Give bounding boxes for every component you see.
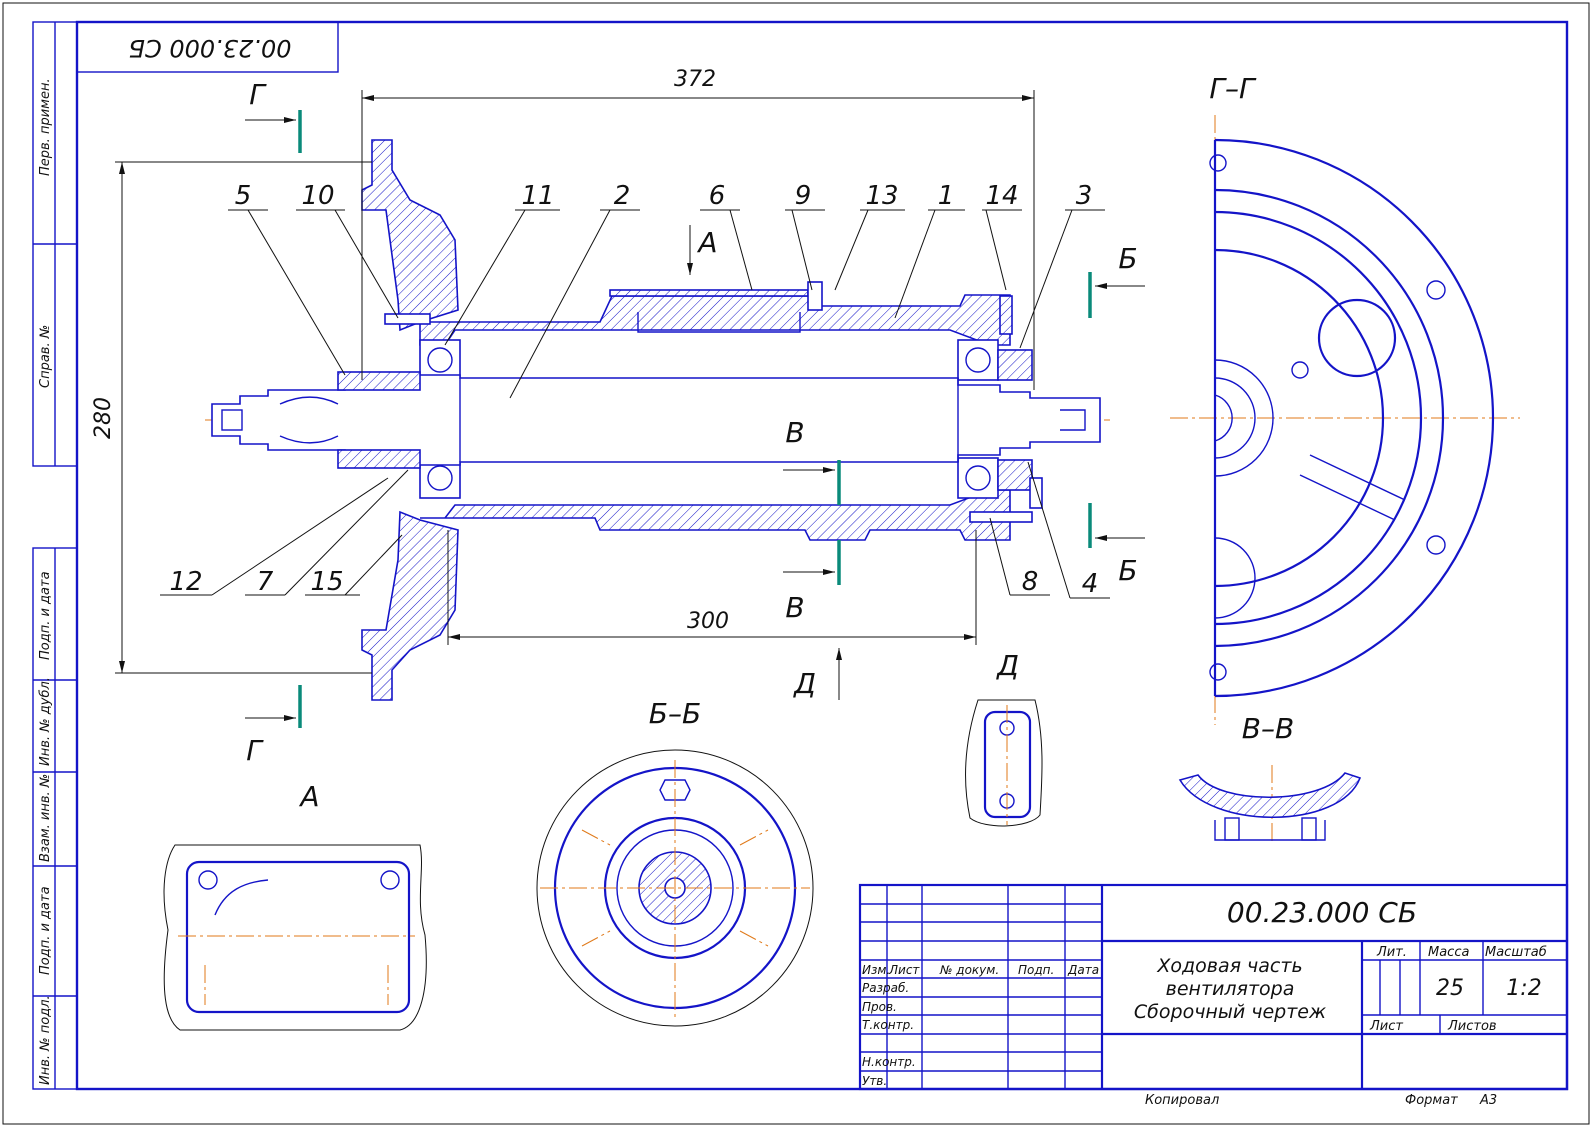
stamp-vzam-inv: Взам. инв. № (38, 774, 53, 862)
pos-1: 1 (938, 181, 955, 211)
view-title-vv: В–В (1242, 712, 1294, 745)
side-stamp: Перв. примен. Справ. № Подп. и дата Инв.… (32, 21, 78, 1090)
cut-label-b-top: Б (1118, 242, 1137, 275)
tb-mass-value: 25 (1436, 976, 1464, 1001)
tb-scale-label: Масштаб (1485, 945, 1547, 960)
tb-document-code: 00.23.000 СБ (1227, 896, 1417, 929)
view-title-gg: Г–Г (1209, 72, 1257, 105)
stamp-inv-podl: Инв. № подл. (38, 995, 53, 1085)
tb-list: Лист (888, 963, 920, 977)
tb-title-line1: Ходовая часть (1156, 955, 1302, 977)
tb-title-line3: Сборочный чертеж (1134, 1001, 1326, 1023)
cut-label-v-bottom: В (785, 591, 804, 624)
view-a: А (163, 780, 427, 1031)
view-title-a: А (298, 780, 319, 813)
section-vv-view: В–В (1178, 712, 1362, 845)
footer-copied: Копировал (1145, 1093, 1219, 1108)
tb-sheet-label: Лист (1369, 1019, 1403, 1034)
tb-lit-label: Лит. (1376, 945, 1407, 960)
tb-izm: Изм. (862, 963, 890, 977)
footer-format-label: Формат (1405, 1093, 1458, 1108)
tb-t-kontr: Т.контр. (862, 1018, 914, 1032)
dim-flange-height: 280 (91, 397, 116, 439)
cut-label-b-bottom: Б (1118, 554, 1137, 587)
tb-scale-value: 1:2 (1506, 976, 1541, 1001)
view-label-d-arrow: Д (792, 667, 816, 700)
main-section-view: 372 300 280 (91, 67, 1145, 767)
view-label-a-arrow: А (696, 226, 717, 259)
corner-code-box: 00.23.000 СБ (76, 21, 339, 73)
tb-no-dokum: № докум. (939, 963, 999, 977)
pos-15: 15 (310, 567, 343, 597)
title-block: Изм. Лист № докум. Подп. Дата Разраб. Пр… (858, 883, 1569, 1091)
tb-n-kontr: Н.контр. (862, 1055, 916, 1069)
stamp-sprav-no: Справ. № (38, 325, 53, 388)
tb-podp: Подп. (1018, 963, 1054, 977)
pos-3: 3 (1076, 181, 1093, 211)
tb-razrab: Разраб. (862, 981, 909, 995)
view-title-d: Д (995, 649, 1019, 682)
cut-label-v-top: В (785, 416, 804, 449)
pos-7: 7 (257, 567, 274, 597)
pos-8: 8 (1022, 567, 1039, 597)
pos-10: 10 (301, 181, 334, 211)
stamp-podp-data-1: Подп. и дата (38, 571, 53, 660)
stamp-podp-data-2: Подп. и дата (38, 886, 53, 975)
section-gg-view: Г–Г (1170, 72, 1520, 725)
cut-label-g-bottom: Г (246, 734, 264, 767)
pos-13: 13 (865, 181, 898, 211)
pos-6: 6 (709, 181, 726, 211)
pos-12: 12 (169, 567, 202, 597)
section-bb-view: Б–Б (536, 697, 814, 1027)
pos-9: 9 (795, 181, 812, 211)
pos-5: 5 (235, 181, 252, 211)
pos-14: 14 (985, 181, 1018, 211)
pos-11: 11 (521, 181, 554, 211)
tb-mass-label: Масса (1428, 945, 1469, 960)
view-title-bb: Б–Б (649, 697, 701, 730)
footer-format-value: A3 (1479, 1093, 1497, 1108)
tb-sheets-label: Листов (1447, 1019, 1497, 1034)
tb-utv: Утв. (862, 1074, 887, 1088)
view-d: Д (965, 649, 1043, 827)
tb-title-line2: вентилятора (1166, 978, 1295, 1000)
stamp-perv-primen: Перв. примен. (38, 78, 53, 176)
tb-data: Дата (1067, 963, 1099, 977)
dim-overall-length: 372 (674, 67, 716, 92)
tb-prov: Пров. (862, 1000, 897, 1014)
cut-label-g-top: Г (249, 78, 267, 111)
pos-2: 2 (614, 181, 631, 211)
corner-code: 00.23.000 СБ (129, 34, 292, 62)
dim-bearing-span: 300 (687, 609, 729, 634)
pos-4: 4 (1082, 569, 1099, 599)
stamp-inv-dubl: Инв. № дубл. (38, 677, 53, 766)
